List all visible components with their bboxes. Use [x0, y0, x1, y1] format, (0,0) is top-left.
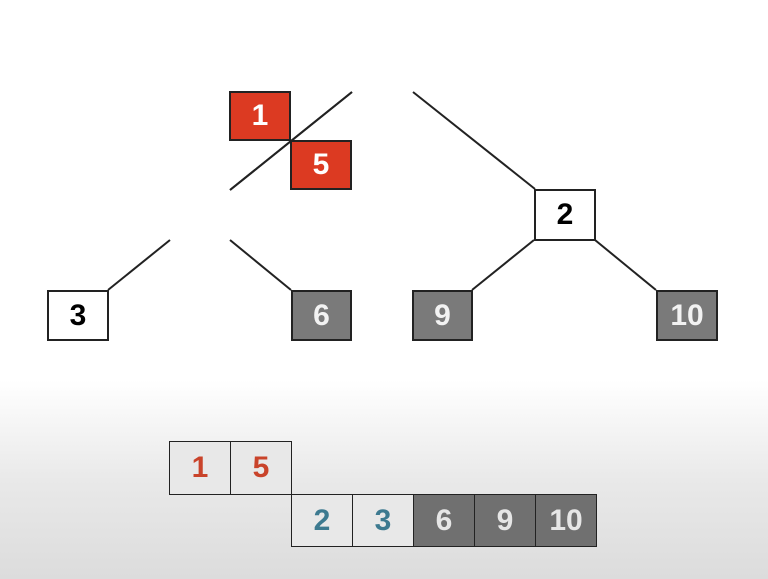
array-cell-2: 2 [291, 494, 353, 547]
edge-2-to-10 [594, 239, 657, 291]
edge-to-6 [229, 239, 292, 291]
edge-to-3 [107, 239, 171, 291]
tree-node-removed-1: 1 [229, 91, 291, 141]
tree-node-2: 2 [534, 189, 596, 241]
edge-root-to-2 [412, 91, 536, 190]
array-cell-6: 6 [413, 494, 475, 547]
tree-node-9: 9 [412, 290, 473, 341]
array-cell-9: 9 [474, 494, 536, 547]
array-cell-1: 1 [169, 441, 231, 495]
array-cell-3: 3 [352, 494, 414, 547]
tree-node-10: 10 [656, 290, 718, 341]
tree-node-6: 6 [291, 290, 352, 341]
edge-2-to-9 [471, 239, 535, 291]
array-cell-10: 10 [535, 494, 597, 547]
tree-node-3: 3 [47, 290, 109, 341]
tree-node-removed-5: 5 [290, 140, 352, 190]
array-cell-5: 5 [230, 441, 292, 495]
